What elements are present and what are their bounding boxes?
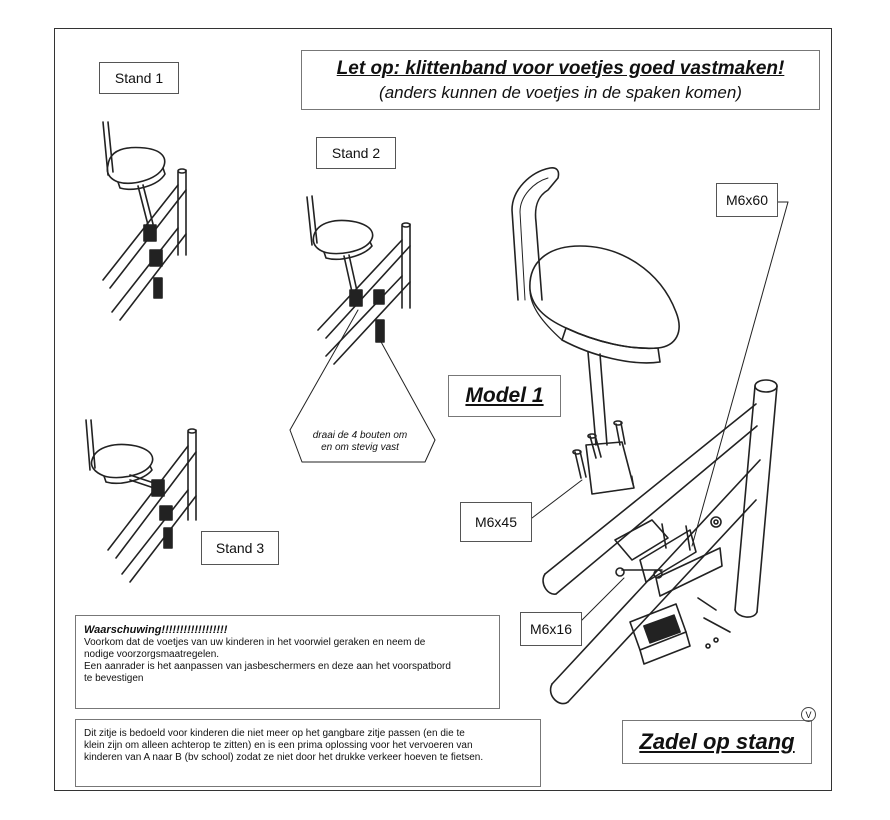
tip-line2: en om stevig vast bbox=[321, 442, 399, 453]
notice-box: Let op: klittenband voor voetjes goed va… bbox=[301, 50, 820, 110]
warning-line3: Een aanrader is het aanpassen van jasbes… bbox=[84, 661, 451, 672]
info-line2: klein zijn om alleen achterop te zitten)… bbox=[84, 740, 473, 751]
model1-seat-illustration bbox=[511, 167, 680, 495]
warning-line1: Voorkom dat de voetjes van uw kinderen i… bbox=[84, 637, 426, 648]
zadel-op-stang-label: Zadel op stang bbox=[622, 720, 812, 764]
tighten-tip: draai de 4 bouten om en om stevig vast bbox=[298, 420, 422, 464]
tip-line1: draai de 4 bouten om bbox=[312, 430, 408, 441]
notice-line1: Let op: klittenband voor voetjes goed va… bbox=[336, 57, 785, 79]
m6x16-leader bbox=[573, 577, 625, 629]
stand2-seat-illustration bbox=[289, 195, 436, 463]
bolt-m6x60-label: M6x60 bbox=[716, 183, 778, 217]
model1-label: Model 1 bbox=[448, 375, 561, 417]
warning-box: Waarschuwing!!!!!!!!!!!!!!!!!! Voorkom d… bbox=[75, 615, 500, 709]
m6x60-leader bbox=[691, 201, 789, 547]
info-line1: Dit zitje is bedoeld voor kinderen die n… bbox=[84, 728, 465, 739]
version-mark: V bbox=[801, 707, 816, 722]
stand3-seat-illustration bbox=[85, 419, 197, 583]
m6x45-leader bbox=[531, 479, 583, 519]
stand3-label: Stand 3 bbox=[201, 531, 279, 565]
stand1-label: Stand 1 bbox=[99, 62, 179, 94]
info-box: Dit zitje is bedoeld voor kinderen die n… bbox=[75, 719, 541, 787]
warning-title: Waarschuwing!!!!!!!!!!!!!!!!!! bbox=[84, 624, 228, 636]
warning-line4: te bevestigen bbox=[84, 673, 144, 684]
notice-line2: (anders kunnen de voetjes in de spaken k… bbox=[379, 82, 742, 102]
bolt-m6x16-label: M6x16 bbox=[520, 612, 582, 646]
stand2-label: Stand 2 bbox=[316, 137, 396, 169]
bike-frame-illustration bbox=[542, 379, 778, 705]
stand1-seat-illustration bbox=[102, 121, 187, 321]
warning-line2: nodige voorzorgsmaatregelen. bbox=[84, 649, 220, 660]
info-line3: kinderen van A naar B (bv school) zodat … bbox=[84, 752, 484, 763]
bolt-m6x45-label: M6x45 bbox=[460, 502, 532, 542]
